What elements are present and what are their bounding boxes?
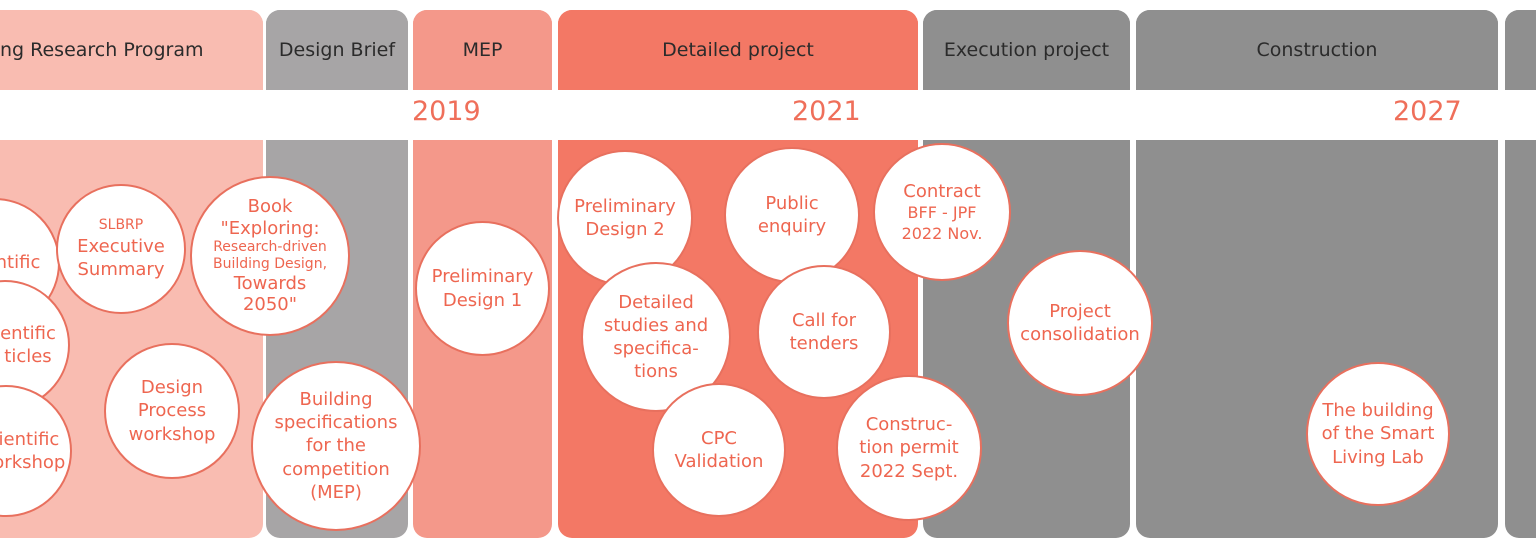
circle-line: cientific: [0, 428, 60, 450]
phase-execution-project-header: Execution project: [923, 10, 1130, 90]
circle-public-enquiry: Public enquiry: [724, 147, 860, 283]
circle-line: Construc-: [865, 414, 953, 436]
circle-building-specifications: Building specifications for the competit…: [251, 361, 421, 531]
circle-line: for the: [305, 435, 366, 457]
circle-line: Design: [140, 377, 204, 399]
circle-line: Design 2: [585, 219, 665, 240]
circle-project-consolidation: Project consolidation: [1007, 250, 1153, 396]
year-2021: 2021: [792, 96, 861, 127]
circle-line: Contract: [903, 181, 981, 203]
year-2027: 2027: [1393, 96, 1462, 127]
circle-design-process-workshop: Design Process workshop: [104, 343, 240, 479]
circle-line: Executive: [77, 235, 165, 257]
circle-construction-permit: Construc- tion permit 2022 Sept.: [836, 375, 982, 521]
circle-line: ntific: [0, 252, 41, 274]
circle-line: Book: [247, 196, 293, 218]
circle-smart-living-lab: The building of the Smart Living Lab: [1306, 362, 1450, 506]
circle-line: Building Design,: [212, 256, 328, 272]
circle-line: consolidation: [1020, 324, 1140, 345]
circle-line: enquiry: [757, 216, 827, 237]
circle-line: tions: [634, 361, 678, 383]
circle-line: SLBRP: [98, 217, 144, 234]
phase-research-header: ng Research Program: [0, 10, 263, 90]
circle-line: Process: [137, 400, 207, 422]
circle-line: 2022 Nov.: [901, 223, 983, 243]
circle-line: of the Smart: [1321, 423, 1435, 445]
circle-line: Design 1: [442, 289, 523, 311]
circle-line: Detailed: [618, 291, 694, 313]
circle-book-exploring: Book "Exploring: Research-driven Buildin…: [190, 176, 350, 336]
circle-line: Towards: [233, 272, 307, 294]
circle-line: vorkshop: [0, 452, 66, 473]
circle-line: Call for: [791, 309, 857, 331]
circle-line: ticles: [4, 346, 52, 367]
circle-line: specifica-: [613, 338, 699, 359]
circle-preliminary-design-2: Preliminary Design 2: [557, 150, 693, 286]
phase-design-brief-header: Design Brief: [266, 10, 408, 90]
circle-line: Research-driven: [213, 239, 327, 256]
circle-line: Validation: [674, 451, 764, 472]
phase-construction-header: Construction: [1136, 10, 1498, 90]
phase-detailed-project-header: Detailed project: [558, 10, 918, 90]
phase-mep-header: MEP: [413, 10, 552, 90]
circle-line: specifications: [274, 412, 398, 434]
timeline-band: [0, 90, 1536, 140]
circle-line: entific: [0, 322, 56, 344]
circle-line: CPC: [701, 427, 737, 449]
circle-line: tion permit: [859, 437, 959, 459]
circle-line: Project: [1049, 300, 1111, 322]
circle-line: Preliminary: [431, 266, 534, 288]
circle-line: 2022 Sept.: [859, 460, 959, 482]
circle-executive-summary: SLBRP Executive Summary: [56, 184, 186, 314]
circle-line: "Exploring:: [220, 217, 320, 239]
circle-line: Summary: [77, 258, 165, 280]
circle-line: studies and: [603, 314, 709, 336]
circle-line: 2050": [242, 294, 298, 316]
circle-line: (MEP): [310, 481, 362, 503]
circle-line: Public: [765, 192, 819, 214]
year-2019: 2019: [412, 96, 481, 127]
circle-cpc-validation: CPC Validation: [652, 383, 786, 517]
phase-next-header: [1505, 10, 1536, 90]
circle-call-for-tenders: Call for tenders: [757, 265, 891, 399]
circle-line: The building: [1322, 400, 1434, 422]
circle-line: BFF - JPF: [907, 203, 977, 223]
circle-line: tenders: [789, 333, 859, 354]
circle-line: Living Lab: [1332, 446, 1424, 468]
circle-line: Preliminary: [574, 195, 676, 217]
circle-preliminary-design-1: Preliminary Design 1: [415, 221, 550, 356]
circle-line: workshop: [128, 423, 216, 445]
circle-contract-bff-jpf: Contract BFF - JPF 2022 Nov.: [873, 143, 1011, 281]
circle-line: Building: [299, 389, 373, 411]
circle-line: competition: [282, 458, 390, 480]
